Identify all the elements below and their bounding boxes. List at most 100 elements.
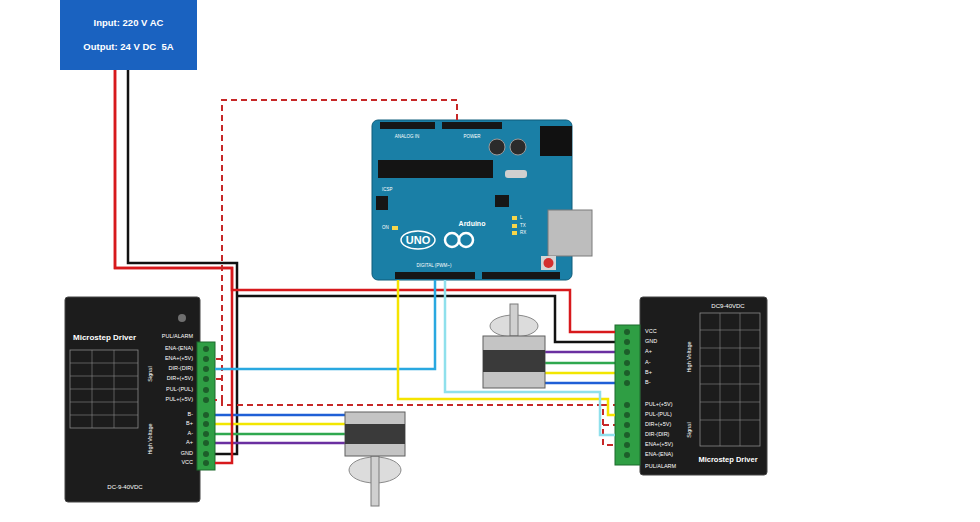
terminal-block <box>615 325 640 465</box>
pin-header <box>395 272 475 279</box>
terminal-label: DIR+(+5V) <box>645 422 671 428</box>
motor-band <box>483 350 545 372</box>
terminal-label: VCC <box>181 460 193 466</box>
terminal-label: GND <box>645 339 657 345</box>
table-line <box>700 402 760 403</box>
signal-wire <box>398 280 615 415</box>
terminal-screw <box>203 440 209 446</box>
terminal-screw <box>624 432 630 438</box>
terminal-label: PUL/ALARM <box>162 334 193 340</box>
table-line <box>700 330 760 331</box>
terminal-label: B- <box>188 412 194 418</box>
led <box>512 216 517 220</box>
logic-power-wire <box>222 400 615 445</box>
settings-table <box>700 313 760 446</box>
terminal-label: B- <box>645 380 651 386</box>
ground-wire <box>237 296 615 342</box>
header-label: ICSP <box>382 188 393 193</box>
header-label: DIGITAL (PWM~) <box>417 264 452 269</box>
terminal-screws <box>203 346 209 466</box>
terminal-screw <box>624 452 630 458</box>
table-line <box>114 350 115 428</box>
logic-power-wire <box>215 100 457 400</box>
table-line <box>70 376 138 377</box>
logo-oval <box>401 231 435 249</box>
terminal-screw <box>624 349 630 355</box>
terminal-screw <box>203 397 209 403</box>
infinity-logo <box>459 233 473 247</box>
terminal-label: PUL-(PUL) <box>645 412 672 418</box>
pin-header <box>380 122 435 129</box>
led-label: TX <box>520 224 526 229</box>
terminal-screw <box>203 451 209 457</box>
terminal-screw <box>624 412 630 418</box>
pin-header <box>482 272 560 279</box>
motor-wire <box>215 423 345 426</box>
table-line <box>700 420 760 421</box>
terminal-screw <box>624 360 630 366</box>
driver-housing <box>640 297 767 475</box>
usb-chip <box>495 195 509 207</box>
stepper-driver: Microstep DriverPUL/ALARMENA-(ENA)ENA+(+… <box>65 297 215 502</box>
terminal-label: A+ <box>645 349 652 355</box>
led-label: RX <box>520 231 526 236</box>
capacitor <box>489 139 505 155</box>
settings-table <box>70 350 138 428</box>
power-supply: Input: 220 V AC Output: 24 V DC 5A <box>60 0 197 70</box>
terminal-screw <box>624 370 630 376</box>
led <box>512 224 517 228</box>
terminal-label: VCC <box>645 329 657 335</box>
table-line <box>700 348 760 349</box>
terminal-screw <box>203 356 209 362</box>
terminal-label: ENA-(ENA) <box>165 346 193 352</box>
motor-wire <box>545 372 615 375</box>
terminal-label: DIR-(DIR) <box>169 366 193 372</box>
power-jack <box>540 126 572 156</box>
supply-rating: Output: 24 V DC 5A <box>83 42 173 52</box>
terminal-label: GND <box>181 451 193 457</box>
terminal-label: PUL+(+5V) <box>645 402 673 408</box>
terminal-label: ENA+(+5V) <box>165 356 193 362</box>
reset-button-base <box>541 256 556 270</box>
table-line <box>70 415 138 416</box>
signal-wire <box>215 280 435 369</box>
header-label: POWER <box>463 135 480 140</box>
terminal-label: A- <box>188 431 194 437</box>
group-label: High Voltage <box>148 423 154 454</box>
terminal-screw <box>203 346 209 352</box>
terminal-label: B+ <box>645 370 652 376</box>
terminal-screw <box>203 412 209 418</box>
terminal-screw <box>624 422 630 428</box>
motor-wire <box>215 414 345 417</box>
usb-port <box>548 210 592 256</box>
icsp-header <box>376 196 388 210</box>
motor-shaft <box>371 456 379 506</box>
terminal-screw <box>624 402 630 408</box>
table-line <box>70 389 138 390</box>
supply-rating: Input: 220 V AC <box>94 18 164 28</box>
terminal-screw <box>203 421 209 427</box>
arduino-board <box>372 120 572 280</box>
motor-wire <box>215 433 345 436</box>
power-wire <box>115 70 615 332</box>
brand-name: Arduino <box>459 220 486 227</box>
motor-band <box>345 424 405 444</box>
terminal-label: B+ <box>186 421 193 427</box>
table-line <box>700 366 760 367</box>
led <box>512 231 517 235</box>
terminal-label: PUL+(+5V) <box>165 397 193 403</box>
terminal-screw <box>203 366 209 372</box>
voltage-rating: DC9-40VDC <box>711 303 744 309</box>
table-line <box>700 384 760 385</box>
microcontroller <box>378 160 493 178</box>
board-model: UNO <box>406 235 430 246</box>
voltage-rating: DC-9-40VDC <box>107 484 142 490</box>
mount-screw <box>178 314 186 322</box>
terminal-label: DIR-(DIR) <box>645 432 669 438</box>
group-label: High Voltage <box>687 341 693 372</box>
signal-wire <box>445 280 615 435</box>
motor-wire <box>215 442 345 445</box>
terminal-screw <box>203 431 209 437</box>
group-label: Signal <box>148 366 154 381</box>
